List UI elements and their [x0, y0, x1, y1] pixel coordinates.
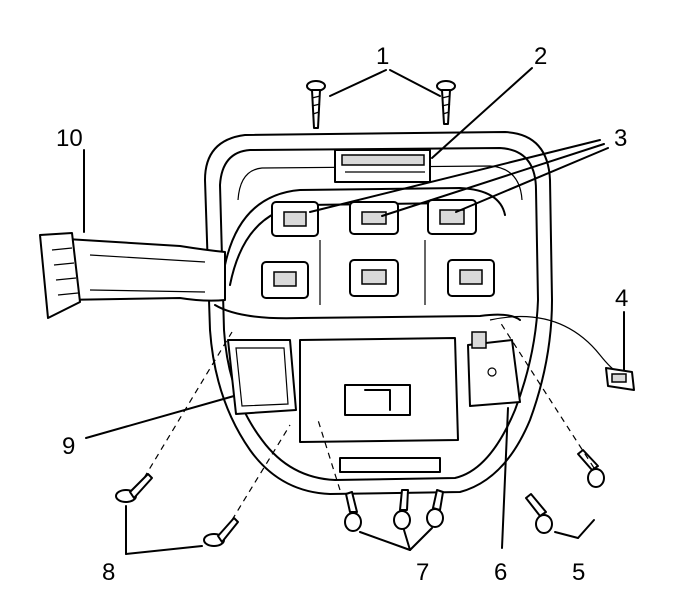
callout-9: 9 [62, 433, 75, 460]
bulb-socket-upper-left [271, 201, 319, 237]
callout-2: 2 [534, 43, 547, 70]
callout-10: 10 [56, 125, 83, 152]
screw-top-right [436, 80, 456, 125]
foam-pad [227, 339, 297, 415]
bulb-socket-lower-left [261, 261, 309, 299]
bulb-socket-group [261, 199, 495, 305]
callout-4: 4 [615, 285, 628, 312]
screw-lower-left-1 [115, 473, 153, 503]
ribbon-harness [39, 232, 226, 319]
bulb-socket-lower-center [349, 259, 399, 297]
callout-8: 8 [102, 559, 115, 586]
bulb-socket-upper-center [349, 201, 399, 235]
lower-frame [299, 337, 459, 473]
callout-1: 1 [376, 43, 389, 70]
leader-lines [83, 67, 625, 555]
screw-lower-center-2 [393, 489, 411, 530]
screw-lower-center-3 [426, 489, 444, 528]
callout-5: 5 [572, 559, 585, 586]
sensor-module [467, 331, 521, 407]
bulb-socket-lower-right [447, 259, 495, 297]
callout-7: 7 [416, 559, 429, 586]
screw-top-left [306, 80, 326, 129]
callout-labels: 1 2 3 4 5 6 7 8 9 10 [56, 43, 628, 586]
bulb-socket-upper-right [427, 199, 477, 235]
screw-lower-center-1 [344, 491, 362, 532]
callout-6: 6 [494, 559, 507, 586]
callout-3: 3 [614, 125, 627, 152]
console-housing [204, 131, 553, 495]
screw-lower-right-1 [525, 493, 553, 534]
top-connector [334, 149, 431, 183]
screw-lower-left-2 [203, 517, 239, 547]
screw-lower-right-2 [577, 449, 605, 488]
wire-connector [605, 367, 635, 391]
